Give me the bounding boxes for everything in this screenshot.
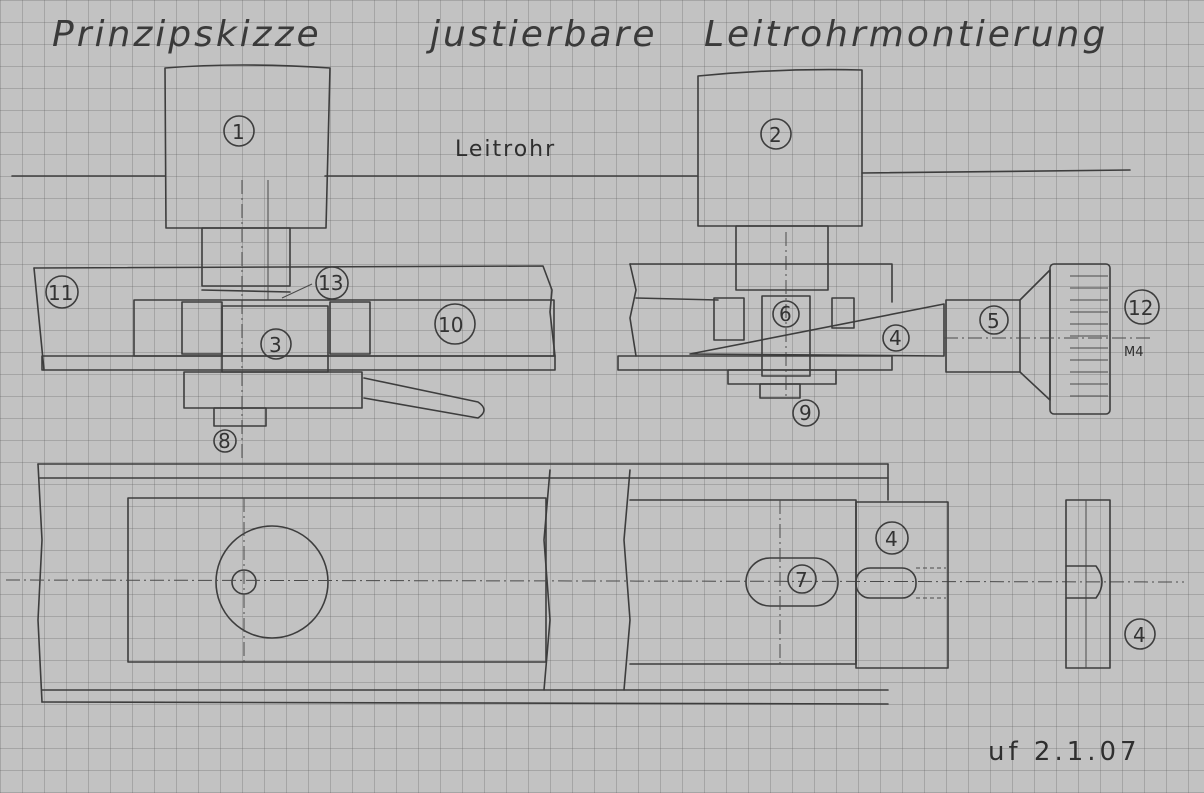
- part-3-circle: [260, 328, 292, 360]
- wedge-4-end-view: [1065, 499, 1111, 669]
- part-2-circle: [760, 118, 792, 150]
- hatch-left-b: [329, 301, 371, 355]
- part-13-circle: [315, 266, 349, 300]
- part-3-label: 3: [269, 333, 282, 357]
- base-plate-right: [617, 355, 893, 371]
- m4-label: M4: [1124, 345, 1144, 360]
- rail-11-left-edge: [33, 267, 45, 371]
- knob-knurl: [1070, 275, 1108, 397]
- block-top-view-right: [629, 499, 857, 665]
- part-5-circle: [979, 305, 1009, 335]
- part-6-label: 6: [779, 302, 792, 326]
- part-4-label-bottom: 4: [1133, 623, 1146, 647]
- part-12-circle: [1124, 289, 1160, 325]
- part-4-circle-mid: [875, 521, 909, 555]
- rail-11-outline: [33, 265, 556, 357]
- break-left: [543, 469, 551, 691]
- part-10-label: 10: [438, 313, 463, 337]
- break-right: [623, 469, 631, 691]
- part-4-label-top: 4: [889, 326, 902, 350]
- wedge-4-top-view: [855, 501, 949, 669]
- hatch-right-b: [831, 297, 855, 329]
- part-9-circle: [792, 399, 820, 427]
- part-1-circle: [223, 115, 255, 147]
- hatch-right-a: [713, 297, 745, 341]
- part-4-circle-top: [882, 324, 910, 352]
- part-10-circle: [434, 303, 476, 345]
- part-9-label: 9: [799, 401, 812, 425]
- part-8-label: 8: [218, 429, 231, 453]
- leitrohr-line-right: [861, 169, 1131, 174]
- slot-7: [745, 557, 839, 607]
- part-7-circle: [787, 564, 817, 594]
- title-word-2: justierbare: [425, 14, 658, 55]
- ring-2-right: [697, 68, 863, 227]
- part-6-circle: [772, 300, 800, 328]
- nut-8: [213, 407, 267, 427]
- nut-plate-right: [727, 369, 837, 385]
- part-8-circle: [213, 429, 237, 453]
- title-word-1: Prinzipskizze: [52, 14, 322, 55]
- part-13-label: 13: [318, 271, 343, 295]
- rail-right-inner: [635, 297, 719, 301]
- stem-right: [735, 225, 829, 291]
- knob-taper: [1019, 269, 1051, 401]
- part-12-label: 12: [1128, 296, 1153, 320]
- wedge-4: [689, 303, 945, 357]
- hatch-left-a: [181, 301, 223, 355]
- title-word-3: Leitrohrmontierung: [704, 14, 1108, 55]
- block-10: [133, 299, 555, 357]
- part-7-label: 7: [795, 568, 808, 592]
- signature-date: uf 2.1.07: [988, 737, 1141, 767]
- part-4-circle-bottom: [1124, 618, 1156, 650]
- part-13-leader: [281, 283, 313, 299]
- stem-left: [201, 227, 291, 287]
- part-11-label: 11: [48, 281, 73, 305]
- part-4-label-mid: 4: [885, 527, 898, 551]
- block-top-view: [127, 497, 547, 663]
- ring-1-left: [164, 64, 331, 229]
- clamp-lever: [363, 377, 485, 419]
- nut-9: [759, 383, 801, 399]
- rail-bottom-edge-2: [41, 701, 889, 705]
- clamp-plate: [183, 371, 363, 409]
- knob-12: [1049, 263, 1111, 415]
- bolt-head-top: [215, 525, 329, 639]
- rail-right-break: [629, 263, 637, 357]
- slider-6: [761, 295, 811, 377]
- rail-right-top: [629, 263, 893, 303]
- screw-5: [945, 299, 1021, 373]
- wedge-slot: [855, 567, 917, 599]
- part-5-label: 5: [987, 309, 1000, 333]
- part-1-label: 1: [232, 120, 245, 144]
- rail-left-break: [37, 463, 43, 703]
- wedge-end-slot: [1065, 565, 1103, 599]
- part-2-label: 2: [769, 123, 782, 147]
- base-plate-left: [41, 355, 556, 371]
- leitrohr-label: Leitrohr: [455, 137, 556, 162]
- part-11-circle: [45, 275, 79, 309]
- centerline-horizontal: [5, 579, 1185, 583]
- washer-13: [201, 289, 291, 293]
